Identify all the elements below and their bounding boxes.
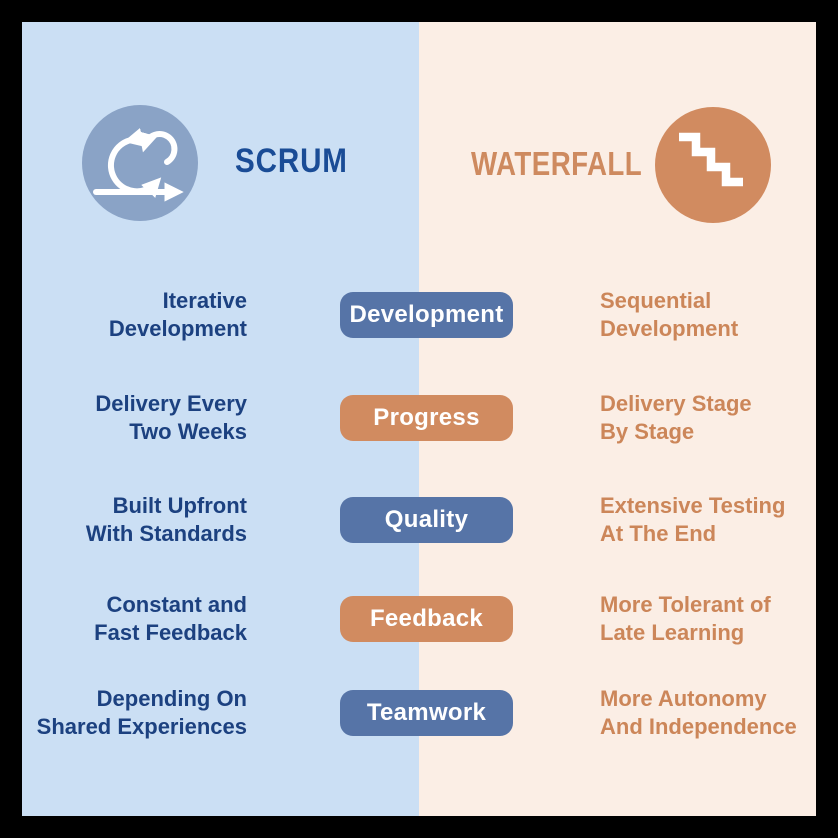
waterfall-point-line2: And Independence [600, 714, 797, 739]
waterfall-icon-svg [655, 107, 771, 223]
stairs-glyph [679, 132, 743, 187]
category-pill-development: Development [340, 292, 513, 338]
scrum-point-line2: With Standards [85, 521, 247, 546]
scrum-point-teamwork: Depending On Shared Experiences [37, 685, 247, 741]
scrum-icon-circle [82, 105, 198, 221]
waterfall-title: WATERFALL [471, 145, 643, 182]
waterfall-point-line2: By Stage [600, 419, 695, 444]
category-pill-quality: Quality [340, 497, 513, 543]
waterfall-point-line2: Late Learning [600, 620, 745, 645]
scrum-point-development: Iterative Development [109, 287, 247, 343]
category-pill-progress: Progress [340, 395, 513, 441]
scrum-point-line1: Delivery Every [95, 391, 247, 416]
waterfall-steps-icon [655, 107, 771, 223]
waterfall-point-line1: Extensive Testing [600, 493, 786, 518]
scrum-point-line2: Development [108, 316, 247, 341]
category-pill-feedback: Feedback [340, 596, 513, 642]
waterfall-point-line1: More Tolerant of [600, 592, 771, 617]
scrum-title: SCRUM [235, 142, 348, 180]
scrum-point-line1: Depending On [96, 686, 247, 711]
waterfall-point-teamwork: More Autonomy And Independence [600, 685, 797, 741]
category-pill-teamwork: Teamwork [340, 690, 513, 736]
waterfall-point-line2: Development [600, 316, 739, 341]
scrum-point-line2: Shared Experiences [36, 714, 247, 739]
mini-loop-arrow [138, 131, 178, 165]
waterfall-point-line1: Delivery Stage [600, 391, 752, 416]
scrum-point-line2: Two Weeks [129, 419, 247, 444]
scrum-point-quality: Built Upfront With Standards [86, 492, 247, 548]
waterfall-point-progress: Delivery Stage By Stage [600, 390, 752, 446]
scrum-point-feedback: Constant and Fast Feedback [94, 591, 247, 647]
waterfall-point-development: Sequential Development [600, 287, 738, 343]
waterfall-point-line2: At The End [600, 521, 717, 546]
scrum-iteration-cycle-icon [82, 105, 198, 221]
waterfall-point-line1: Sequential [600, 288, 712, 313]
scrum-point-line2: Fast Feedback [94, 620, 247, 645]
waterfall-point-line1: More Autonomy [600, 686, 767, 711]
scrum-icon-svg [82, 105, 198, 221]
scrum-point-line1: Constant and [106, 592, 247, 617]
scrum-point-line1: Iterative [162, 288, 247, 313]
waterfall-point-feedback: More Tolerant of Late Learning [600, 591, 771, 647]
scrum-point-progress: Delivery Every Two Weeks [95, 390, 247, 446]
scrum-point-line1: Built Upfront [112, 493, 247, 518]
waterfall-point-quality: Extensive Testing At The End [600, 492, 785, 548]
